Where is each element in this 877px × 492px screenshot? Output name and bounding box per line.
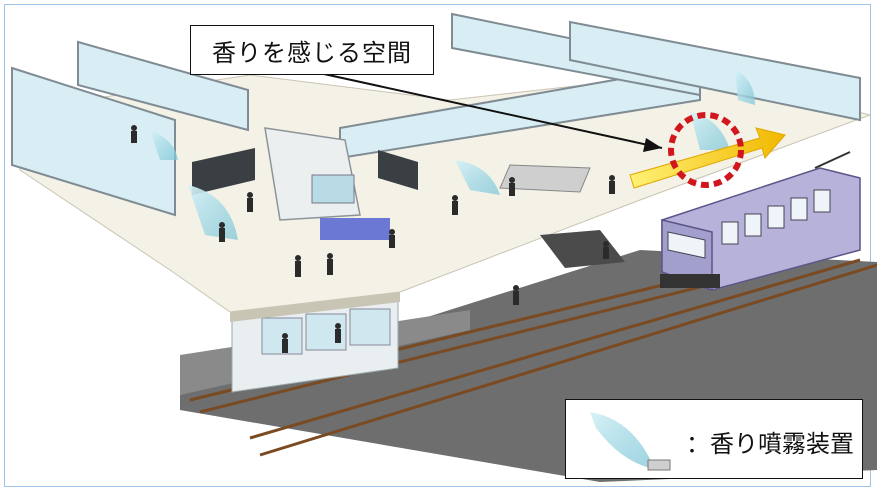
- direction-arrow: [629, 127, 786, 189]
- passengers: [131, 125, 615, 353]
- highlight-circle: [668, 112, 744, 188]
- station-office: [264, 127, 361, 221]
- stair-opening: [499, 164, 591, 193]
- staircase: [540, 230, 625, 268]
- mist-sprayer-3: [455, 160, 500, 195]
- callout-box: 香りを感じる空間: [190, 25, 434, 75]
- callout-pointer: [323, 73, 663, 149]
- departure-board-right: [378, 150, 418, 190]
- legend-box: ：香り噴霧装置: [565, 399, 863, 479]
- mist-sprayer-4: [690, 112, 730, 150]
- mist-sprayer-5: [735, 70, 755, 105]
- back-glass-wall-3: [569, 20, 861, 122]
- legend-label: ：香り噴霧装置: [686, 430, 854, 458]
- mist-sprayer-icon: [590, 412, 671, 471]
- departure-board-left: [192, 148, 255, 195]
- mist-sprayer-2: [188, 185, 238, 240]
- image-frame: [4, 4, 871, 487]
- mist-sprayer-1: [150, 130, 178, 160]
- ticket-gates: [320, 218, 390, 240]
- train: [660, 151, 861, 292]
- concourse-floor: [17, 71, 872, 313]
- callout-label: 香りを感じる空間: [212, 38, 412, 67]
- left-glass-wall-1: [11, 66, 176, 217]
